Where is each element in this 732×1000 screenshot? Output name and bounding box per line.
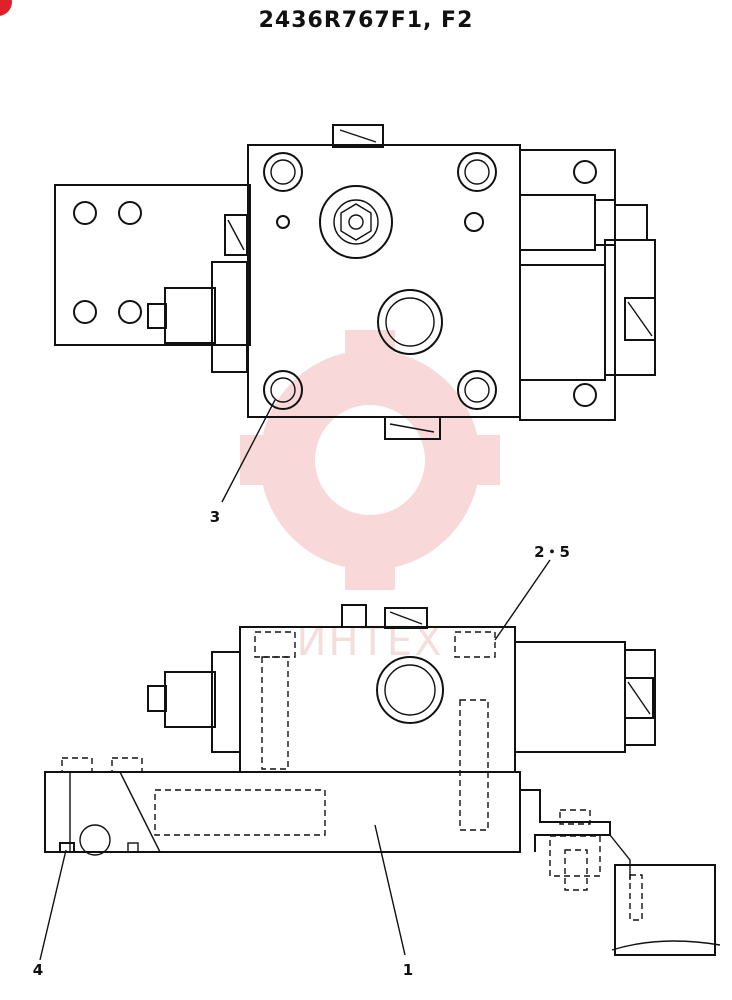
callout-3: 3 (210, 508, 220, 526)
leader-1 (374, 824, 406, 956)
leader-2-5 (494, 559, 551, 641)
side-view (39, 559, 721, 961)
callout-4: 4 (33, 961, 43, 979)
callout-2-5: 2・5 (534, 543, 570, 561)
drawing-title: 2436R767F1, F2 (258, 8, 474, 33)
callout-1: 1 (403, 961, 413, 979)
base-plate (44, 771, 521, 853)
leader-3 (221, 399, 276, 503)
corner-mark (0, 0, 12, 16)
left-plate (54, 184, 251, 346)
watermark-gear-icon (240, 330, 500, 590)
top-view (54, 124, 656, 503)
leader-4 (39, 849, 67, 961)
